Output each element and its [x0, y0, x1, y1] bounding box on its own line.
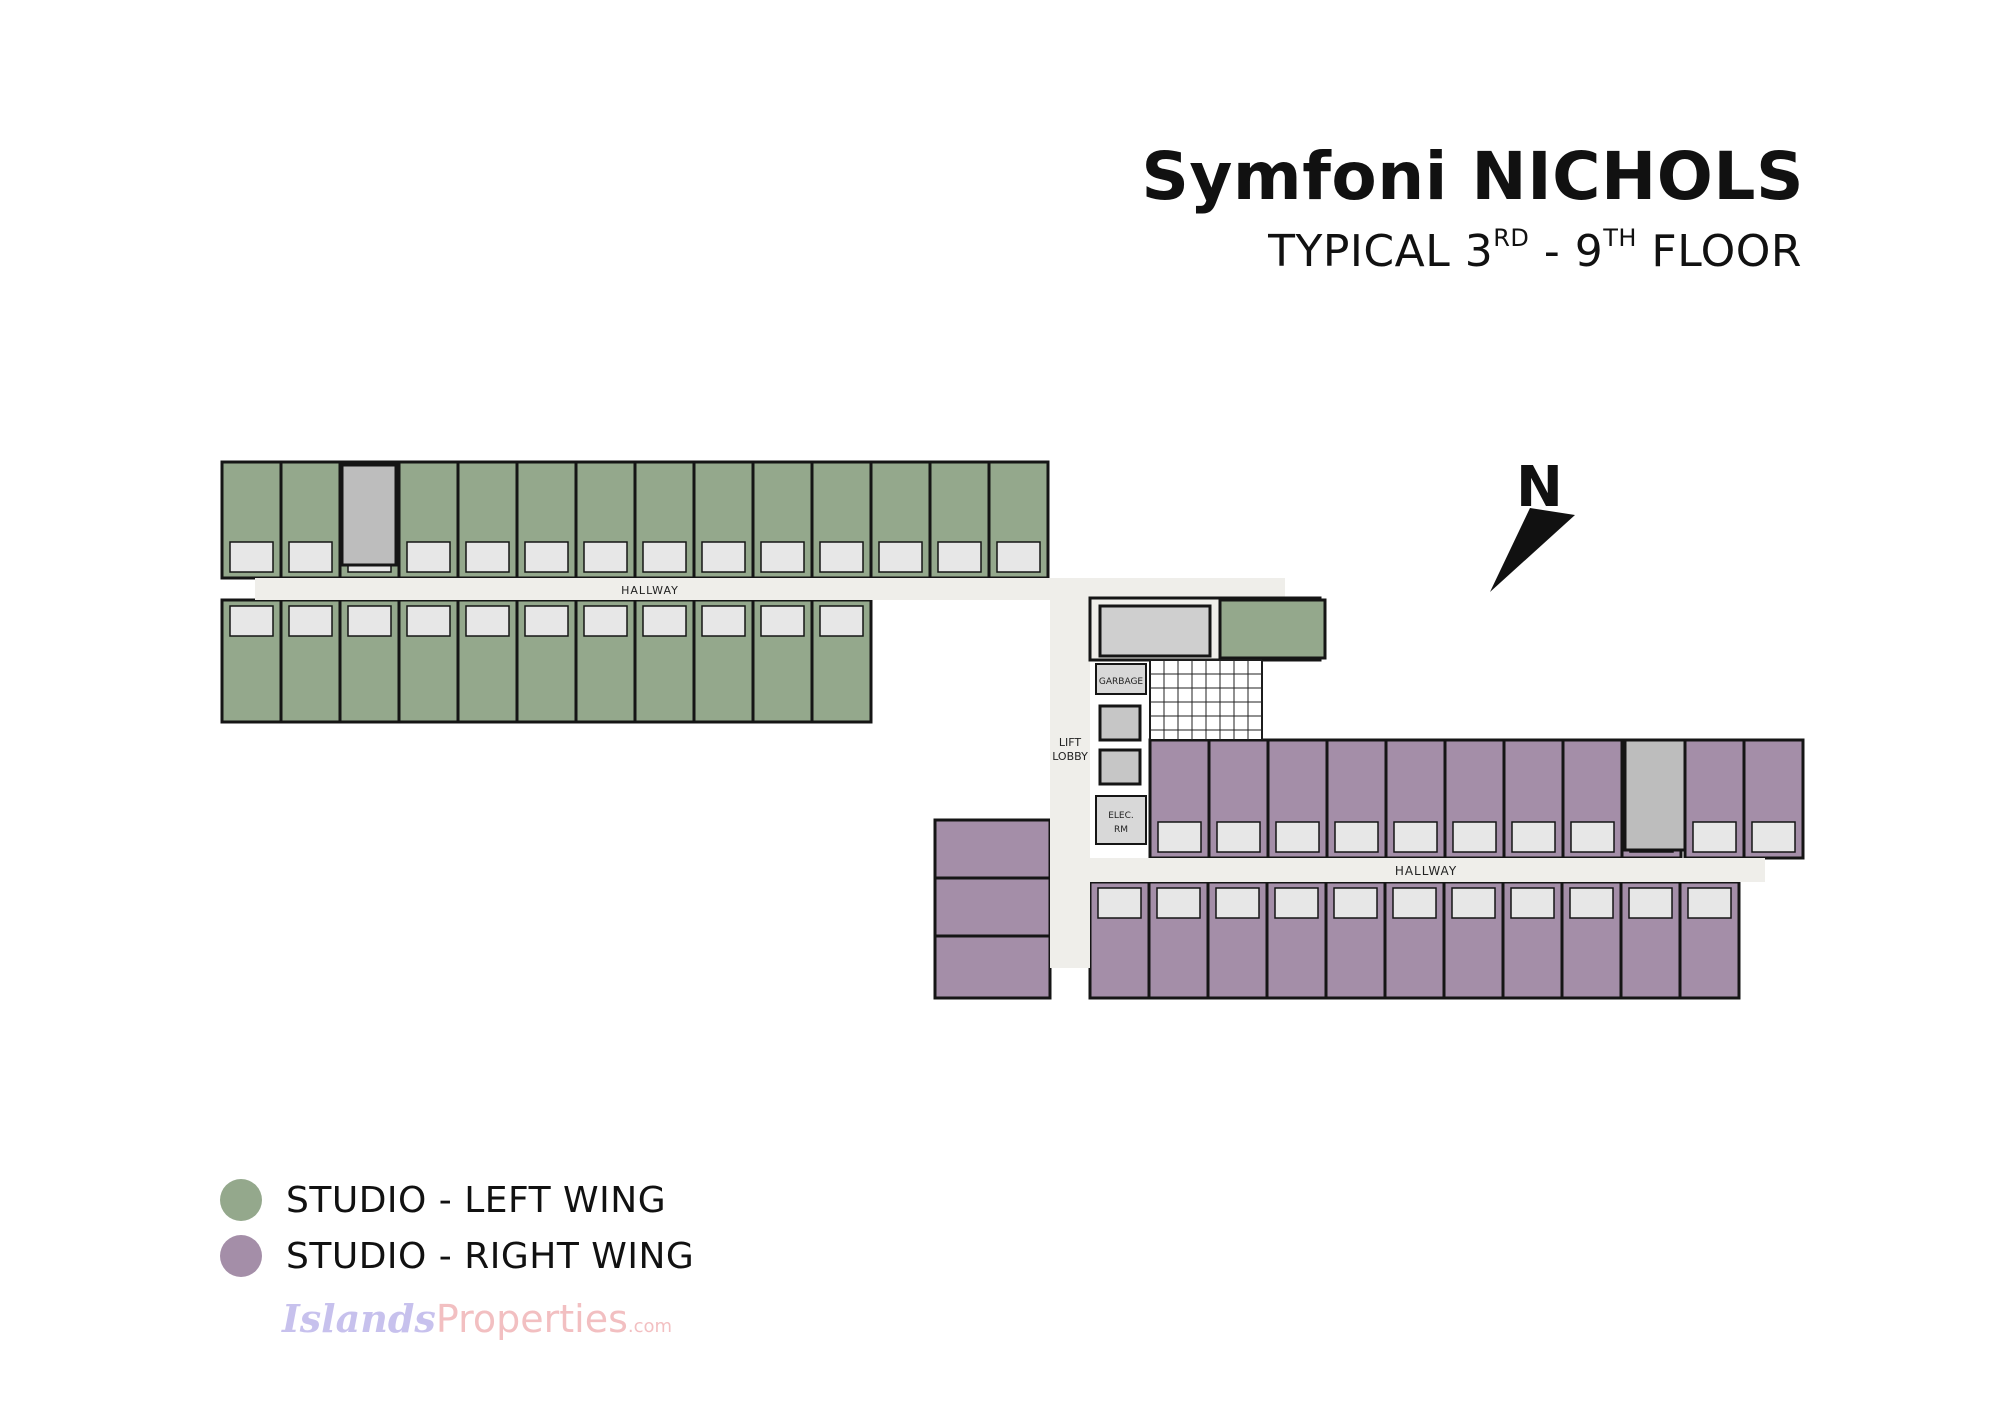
bathroom: [1628, 887, 1673, 919]
bathroom: [819, 605, 864, 637]
bathroom: [465, 605, 510, 637]
watermark-part: Islands: [282, 1296, 436, 1341]
bathroom: [1274, 887, 1319, 919]
bathroom: [1334, 821, 1379, 853]
legend-item: STUDIO - RIGHT WING: [220, 1228, 694, 1284]
legend: STUDIO - LEFT WING STUDIO - RIGHT WING: [220, 1172, 694, 1284]
lift-1: [1098, 704, 1142, 742]
elec-room: [1095, 795, 1147, 845]
stair-right: [1623, 738, 1687, 852]
page-subtitle: TYPICAL 3RD - 9TH FLOOR: [1268, 224, 1802, 277]
watermark-part: .com: [627, 1316, 673, 1337]
bathroom: [642, 541, 687, 573]
legend-label: STUDIO - RIGHT WING: [286, 1235, 695, 1277]
bathroom: [524, 605, 569, 637]
bathroom: [937, 541, 982, 573]
subtitle-sup: RD: [1493, 224, 1530, 253]
hallway-left-label: HALLWAY: [621, 584, 679, 597]
elec-label-2: RM: [1114, 825, 1128, 835]
bathroom: [760, 541, 805, 573]
bathroom: [1275, 821, 1320, 853]
legend-item: STUDIO - LEFT WING: [220, 1172, 694, 1228]
lift-lobby-label: LIFT: [1059, 736, 1082, 749]
hallway-right: [1088, 858, 1765, 882]
bathroom: [583, 541, 628, 573]
bathroom: [1451, 887, 1496, 919]
elec-label: ELEC.: [1108, 811, 1134, 821]
bathroom: [229, 541, 274, 573]
bathroom: [1215, 887, 1260, 919]
unit-west-pod: [933, 934, 1052, 1000]
bathroom: [1156, 887, 1201, 919]
subtitle-part: TYPICAL 3: [1268, 226, 1494, 277]
subtitle-sup: TH: [1603, 224, 1637, 253]
bathroom: [1569, 887, 1614, 919]
bathroom: [1510, 887, 1555, 919]
bathroom: [819, 541, 864, 573]
bathroom: [229, 605, 274, 637]
bathroom: [1692, 821, 1737, 853]
core: GARBAGE LIFT LOBBY ELEC. RM: [1052, 596, 1327, 845]
subtitle-part: FLOOR: [1636, 226, 1802, 277]
legend-swatch-left: [220, 1179, 262, 1221]
bathroom: [642, 605, 687, 637]
north-arrow-icon: [1490, 508, 1575, 592]
bathroom: [288, 605, 333, 637]
watermark: IslandsProperties.com: [282, 1296, 672, 1341]
unit-west-pod: [933, 876, 1052, 938]
bathroom: [1452, 821, 1497, 853]
garbage-room: [1095, 663, 1147, 695]
lift-2: [1098, 748, 1142, 786]
bathroom: [288, 541, 333, 573]
stair-core: [1098, 604, 1212, 658]
bathroom: [406, 541, 451, 573]
bathroom: [1216, 821, 1261, 853]
legend-label: STUDIO - LEFT WING: [286, 1179, 667, 1221]
service-room: [1218, 598, 1327, 660]
bathroom: [583, 605, 628, 637]
subtitle-part: - 9: [1529, 226, 1604, 277]
bathroom: [1751, 821, 1796, 853]
bathroom: [1392, 887, 1437, 919]
unit-layer: [220, 460, 1805, 1000]
bathroom: [996, 541, 1041, 573]
bathroom: [760, 605, 805, 637]
bathroom: [524, 541, 569, 573]
bathroom: [1157, 821, 1202, 853]
unit-west-pod: [933, 818, 1052, 880]
bathroom: [1097, 887, 1142, 919]
bathroom: [1687, 887, 1732, 919]
page-title: Symfoni NICHOLS: [1141, 138, 1804, 215]
bathroom: [878, 541, 923, 573]
bathroom: [406, 605, 451, 637]
hallway-connector: [1050, 578, 1090, 968]
bathroom: [1511, 821, 1556, 853]
north-label: N: [1516, 455, 1563, 520]
garbage-label: GARBAGE: [1099, 677, 1144, 687]
bathroom: [701, 541, 746, 573]
bathroom: [1393, 821, 1438, 853]
bathroom: [1333, 887, 1378, 919]
hallway-right-label: HALLWAY: [1395, 864, 1457, 878]
hallways: HALLWAY HALLWAY: [255, 578, 1765, 968]
bathroom: [701, 605, 746, 637]
bathroom: [465, 541, 510, 573]
legend-swatch-right: [220, 1235, 262, 1277]
hallway-left: [255, 578, 1285, 600]
stair-left: [340, 463, 398, 567]
lobby-tiles: [1149, 659, 1263, 740]
bathroom: [1570, 821, 1615, 853]
watermark-part: Properties: [435, 1297, 628, 1341]
lift-lobby-label-2: LOBBY: [1052, 750, 1088, 763]
bathroom: [347, 605, 392, 637]
